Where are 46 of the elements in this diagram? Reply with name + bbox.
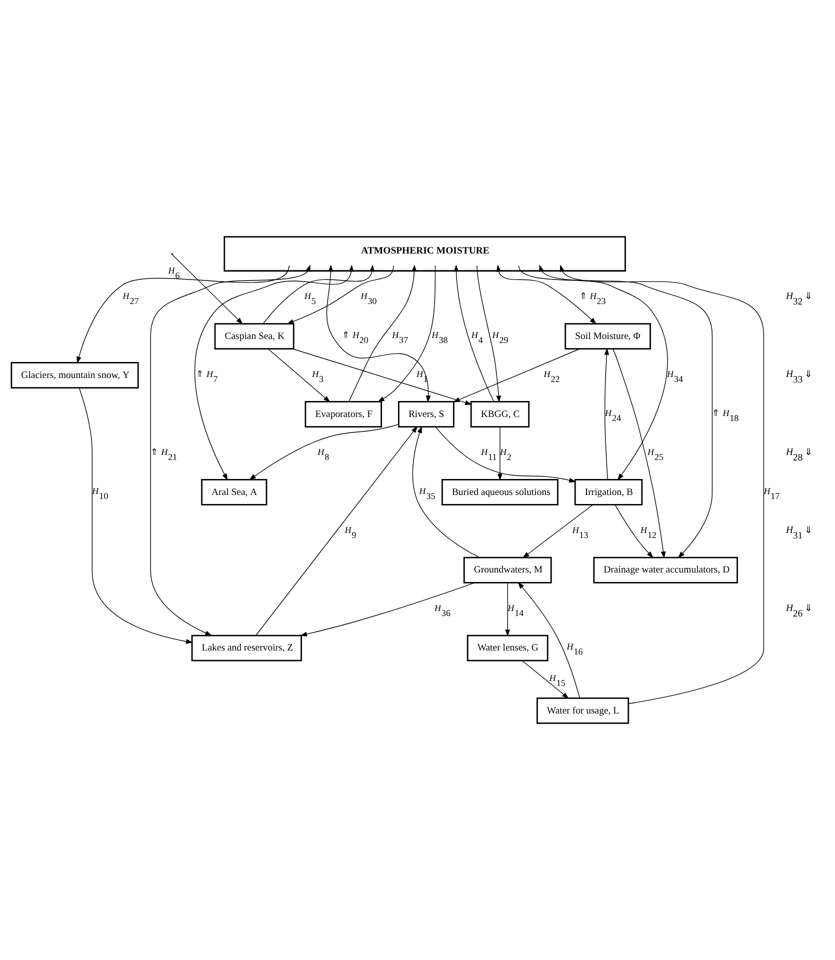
arrow <box>518 265 668 480</box>
arrow <box>518 582 580 698</box>
node-box: Drainage water accumulators, D <box>593 556 738 584</box>
arrow <box>498 426 502 481</box>
arrow <box>150 264 310 636</box>
arrow <box>505 582 510 637</box>
arrow <box>452 348 580 402</box>
node-box: Aral Sea, A <box>201 478 268 506</box>
node-box: Water for usage, L <box>536 697 630 724</box>
arrow <box>286 265 394 324</box>
arrow <box>454 264 494 402</box>
arrow <box>476 265 502 403</box>
node-box: Evaporators, F <box>304 401 382 428</box>
node-box: Caspian Sea, K <box>214 323 294 350</box>
arrow <box>435 426 576 483</box>
arrow <box>292 348 472 405</box>
arrow <box>412 426 480 558</box>
arrow <box>76 265 290 364</box>
node-box: Lakes and reservoirs, Z <box>191 634 302 662</box>
arrow <box>496 264 597 324</box>
arrow <box>256 426 418 636</box>
node-box: Glaciers, mountain snow, Y <box>10 362 139 388</box>
arrow <box>262 264 374 324</box>
arrow <box>300 582 476 636</box>
arrow <box>268 348 330 402</box>
node-box: Irrigation, B <box>574 478 643 506</box>
arrow <box>348 264 417 402</box>
arrow <box>522 504 594 558</box>
arrow <box>614 504 654 558</box>
arrow <box>539 264 713 558</box>
arrow <box>604 348 610 480</box>
arrow <box>326 264 431 403</box>
arrow <box>78 388 194 644</box>
node-box: Rivers, S <box>398 401 454 428</box>
arrow <box>377 265 436 402</box>
node-box: Buried aqueous solutions <box>442 478 558 506</box>
node-box: KBGG, C <box>470 401 530 428</box>
arrow <box>194 264 354 481</box>
node-box: Soil Moisture, Φ <box>564 323 651 350</box>
node-box: Groundwaters, M <box>463 556 552 584</box>
arrow <box>172 254 243 324</box>
arrow <box>249 424 399 480</box>
arrow <box>522 660 569 699</box>
arrow <box>560 264 764 704</box>
node-box: Water lenses, G <box>466 634 548 662</box>
arrow <box>612 348 666 558</box>
